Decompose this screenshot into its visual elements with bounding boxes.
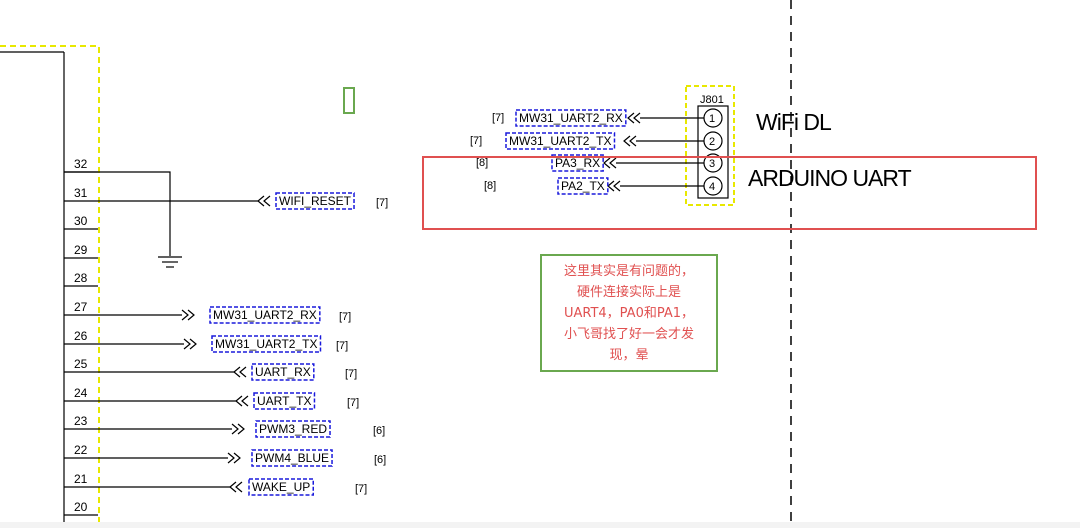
- output-arrow-icon: [231, 423, 245, 435]
- pin-number: 27: [74, 300, 88, 314]
- net-label-box: [505, 132, 616, 150]
- net-label: WIFI_RESET: [279, 194, 352, 208]
- net-label: MW31_UART2_RX: [213, 308, 317, 322]
- note-line: 这里其实是有问题的，: [563, 264, 694, 279]
- net-label-box: [551, 154, 604, 172]
- pin32-wire: [64, 171, 171, 256]
- pin-number: 23: [74, 414, 88, 428]
- arduino-uart-highlight-box: [422, 156, 1037, 230]
- net-label-box: [515, 109, 627, 127]
- left-net-labels: WIFI_RESET [7] MW31_UART2_RX [7] MW31_UART2_…: [98, 192, 388, 496]
- output-arrow-icon: [183, 338, 197, 350]
- j801-net-labels: MW31_UART2_RX [7] MW31_UART2_TX [7] PA3_RX [8…: [470, 109, 704, 195]
- ground-symbol: [158, 256, 182, 268]
- output-arrow-icon: [227, 452, 241, 464]
- net-label-box: [248, 478, 314, 496]
- net-label-box: [209, 306, 321, 324]
- pin-number: 20: [74, 500, 88, 514]
- sheet-ref: [7]: [347, 397, 359, 409]
- sheet-ref: [7]: [336, 340, 348, 352]
- output-arrow-icon: [181, 309, 195, 321]
- net-label: WAKE_UP: [252, 480, 310, 494]
- left-connector-pins: 32 31 30 29 28 27 26 25 24 23 22 21 20: [64, 157, 98, 516]
- net-label: PWM3_RED: [259, 422, 327, 436]
- sheet-ref: [6]: [373, 425, 385, 437]
- net-label: PWM4_BLUE: [255, 451, 329, 465]
- sheet-ref: [7]: [355, 483, 367, 495]
- pin-number: 24: [74, 386, 88, 400]
- wifi-dl-label: WiFi DL: [756, 109, 832, 135]
- j801-pin-number: 3: [709, 158, 715, 170]
- bottom-edge-strip: [0, 522, 1080, 528]
- net-label: MW31_UART2_TX: [509, 134, 611, 148]
- pin-number: 32: [74, 157, 88, 171]
- input-arrow-icon: [257, 195, 271, 207]
- net-label-box: [251, 363, 315, 381]
- input-arrow-icon: [233, 366, 247, 378]
- j801-pin-number: 4: [709, 181, 715, 193]
- net-label: UART_RX: [255, 365, 311, 379]
- j801-pin-number: 2: [709, 136, 715, 148]
- input-arrow-icon: [235, 395, 249, 407]
- input-arrow-icon: [627, 112, 641, 124]
- net-label: MW31_UART2_RX: [519, 111, 623, 125]
- pin-number: 25: [74, 357, 88, 371]
- input-arrow-icon: [229, 481, 243, 493]
- pin-number: 31: [74, 186, 88, 200]
- sheet-ref: [7]: [470, 135, 482, 147]
- pin-number: 30: [74, 214, 88, 228]
- net-label: UART_TX: [257, 394, 311, 408]
- annotation-note: 这里其实是有问题的， 硬件连接实际上是 UART4，PA0和PA1， 小飞哥找了…: [540, 254, 718, 372]
- note-line: UART4，PA0和PA1，: [563, 306, 695, 321]
- arduino-uart-label: ARDUINO UART: [748, 165, 912, 191]
- net-label: MW31_UART2_TX: [215, 337, 317, 351]
- pin-number: 26: [74, 329, 88, 343]
- input-arrow-icon: [607, 180, 621, 192]
- connector-highlight-box: [0, 45, 100, 528]
- net-label-box: [255, 420, 331, 438]
- input-arrow-icon: [603, 157, 617, 169]
- net-label-box: [211, 335, 322, 353]
- sheet-ref: [7]: [345, 368, 357, 380]
- green-marker-box: [343, 87, 355, 114]
- net-label-box: [275, 192, 355, 210]
- note-line: 现，晕: [609, 348, 649, 363]
- net-label: PA3_RX: [555, 156, 600, 170]
- sheet-ref: [8]: [476, 157, 488, 169]
- input-arrow-icon: [623, 135, 637, 147]
- j801-highlight-box: [685, 85, 735, 206]
- sheet-ref: [7]: [376, 197, 388, 209]
- sheet-ref: [6]: [374, 454, 386, 466]
- net-label-box: [253, 392, 316, 410]
- j801-pins: 1 2 3 4: [703, 108, 723, 196]
- sheet-ref: [8]: [484, 180, 496, 192]
- pin-number: 22: [74, 443, 88, 457]
- j801-pin-number: 1: [709, 113, 715, 125]
- j801-body: [697, 105, 729, 199]
- sheet-ref: [7]: [492, 112, 504, 124]
- net-label: PA2_TX: [561, 179, 605, 193]
- pin-number: 28: [74, 271, 88, 285]
- net-label-box: [557, 177, 609, 195]
- note-line: 硬件连接实际上是: [576, 285, 681, 300]
- pin-number: 29: [74, 243, 88, 257]
- sheet-ref: [7]: [339, 311, 351, 323]
- pin-number: 21: [74, 472, 88, 486]
- note-line: 小飞哥找了好一会才发: [563, 327, 694, 342]
- j801-designator: J801: [700, 94, 724, 106]
